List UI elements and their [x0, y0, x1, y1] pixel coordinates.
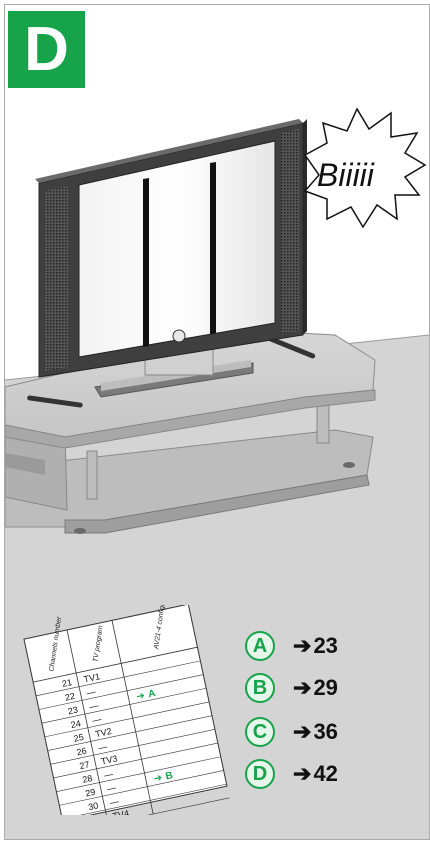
arrow-right-icon: ➔: [293, 633, 311, 659]
reference-page-number: 29: [313, 675, 337, 701]
reference-letter-circle: B: [245, 673, 275, 703]
table-cell-channel: 25: [73, 732, 85, 744]
reference-letter-circle: C: [245, 717, 275, 747]
table-cell-channel: 27: [79, 759, 91, 771]
arrow-right-icon: ➔: [293, 761, 311, 787]
table-cell-channel: 24: [70, 718, 82, 730]
reference-b: B ➔29: [245, 671, 338, 705]
table-cell-channel: 23: [67, 705, 79, 717]
table-cell-channel: 21: [61, 677, 73, 689]
arrow-right-icon: ➔: [293, 719, 311, 745]
sound-effect-text: Biiiii: [317, 157, 374, 194]
arrow-right-icon: ➔: [293, 675, 311, 701]
reference-page-number: 36: [313, 719, 337, 745]
reference-c: C ➔36: [245, 715, 338, 749]
reference-page-number: 23: [313, 633, 337, 659]
reference-a: A ➔23: [245, 629, 338, 663]
reference-letter-circle: D: [245, 759, 275, 789]
reference-d: D ➔42: [245, 757, 338, 791]
table-cell-channel: 22: [64, 691, 76, 703]
table-cell-channel: 29: [84, 787, 96, 799]
reference-letter-circle: A: [245, 631, 275, 661]
table-cell-channel: 30: [87, 800, 99, 812]
step-badge: D: [8, 11, 85, 88]
table-cell-channel: 28: [82, 773, 94, 785]
table-cell-channel: 26: [76, 746, 88, 758]
reference-page-number: 42: [313, 761, 337, 787]
